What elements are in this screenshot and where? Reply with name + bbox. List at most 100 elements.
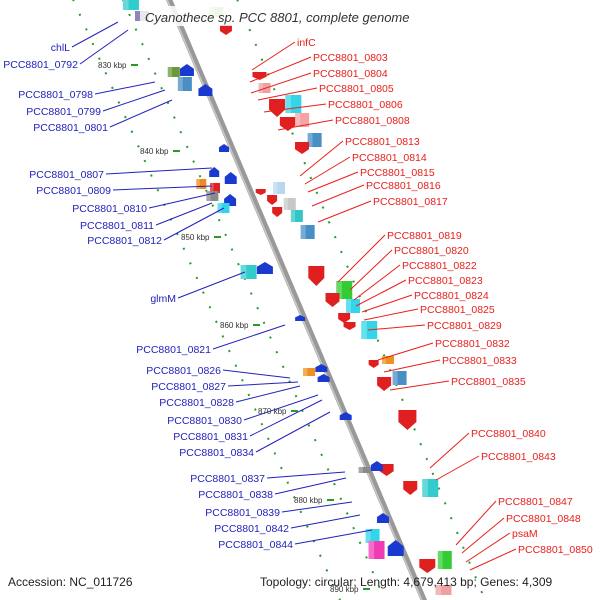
title-backdrop [140, 6, 460, 26]
gene-box [392, 371, 407, 385]
gene-box [206, 191, 219, 201]
leader-line-pcc8801_0817 [317, 200, 372, 223]
leader-line-pcc8801_0816 [311, 184, 365, 207]
leader-line-pcc8801_0829 [367, 324, 426, 331]
gene-arrow [338, 313, 351, 323]
map-title: Cyanothece sp. PCC 8801, complete genome [145, 10, 410, 25]
gene-arrow [379, 464, 394, 476]
gene-label-glmm: glmM [150, 293, 176, 305]
gene-label-psam: psaM [512, 528, 538, 540]
leader-line-pcc8801_0804 [250, 72, 312, 94]
gene-box-shade [272, 182, 278, 194]
gene-box [240, 265, 257, 279]
leader-line-pcc8801_0848 [461, 517, 505, 554]
topology-text: Topology: circular; Length: 4,679,413 bp… [260, 575, 553, 589]
gene-box-shade [422, 479, 428, 497]
gene-label-pcc8801_0830: PCC8801_0830 [167, 415, 242, 427]
leader-line-pcc8801_0814 [304, 156, 351, 185]
gene-arrow [398, 410, 417, 430]
gene-label-pcc8801_0848: PCC8801_0848 [506, 513, 581, 525]
kbp-tick-label: 850 kbp [181, 233, 210, 242]
gene-label-pcc8801_0829: PCC8801_0829 [427, 320, 502, 332]
gene-box [435, 585, 452, 595]
gene-box-shade [300, 225, 306, 239]
leader-line-pcc8801_0838 [274, 477, 347, 495]
gene-box-shade [361, 321, 367, 339]
gene-label-pcc8801_0812: PCC8801_0812 [87, 235, 162, 247]
gene-box-shade [122, 0, 129, 10]
leader-line-pcc8801_0806 [263, 103, 327, 113]
gene-label-pcc8801_0799: PCC8801_0799 [26, 106, 101, 118]
leader-line-pcc8801_0825 [363, 308, 419, 321]
gene-arrow [272, 207, 283, 217]
gene-box [307, 133, 322, 147]
leader-line-pcc8801_0812 [163, 207, 225, 241]
gene-box [209, 183, 220, 193]
leader-line-pcc8801_0799 [102, 89, 166, 112]
gene-label-pcc8801_0811: PCC8801_0811 [80, 220, 154, 232]
gene-arrow [295, 142, 310, 154]
leader-line-infc [251, 41, 296, 71]
leader-line-pcc8801_0792 [79, 29, 129, 65]
leader-line-pcc8801_0810 [148, 192, 216, 209]
gene-box [300, 225, 315, 239]
gene-box-shade [392, 371, 398, 385]
gene-label-pcc8801_0838: PCC8801_0838 [198, 489, 273, 501]
leader-line-pcc8801_0827 [227, 381, 299, 387]
gene-box-shade [135, 11, 140, 21]
leader-line-pcc8801_0832 [377, 342, 434, 361]
gene-box-shade [368, 541, 375, 559]
gene-arrow [339, 412, 352, 420]
gene-arrow [256, 262, 273, 274]
gene-label-pcc8801_0819: PCC8801_0819 [387, 230, 462, 242]
leader-line-pcc8801_0834 [255, 411, 331, 453]
gene-label-pcc8801_0805: PCC8801_0805 [319, 83, 394, 95]
gene-box [437, 551, 452, 569]
gene-label-pcc8801_0824: PCC8801_0824 [414, 290, 489, 302]
leader-line-pcc8801_0828 [235, 385, 301, 403]
gene-arrow [209, 167, 220, 177]
leader-line-pcc8801_0842 [290, 514, 361, 529]
leader-line-chll [71, 21, 119, 48]
gene-label-chll: chlL [51, 42, 70, 54]
gene-label-pcc8801_0823: PCC8801_0823 [408, 275, 483, 287]
gene-label-pcc8801_0792: PCC8801_0792 [3, 59, 78, 71]
leader-line-pcc8801_0826 [222, 369, 291, 379]
gene-label-pcc8801_0832: PCC8801_0832 [435, 338, 510, 350]
gene-box [272, 182, 285, 194]
gene-box [303, 368, 316, 376]
gene-labels: chlLPCC8801_0792PCC8801_0798PCC8801_0799… [3, 37, 593, 556]
gene-arrow [387, 540, 404, 556]
leader-line-pcc8801_0837 [266, 471, 346, 479]
gene-label-pcc8801_0833: PCC8801_0833 [442, 355, 517, 367]
gene-box [290, 210, 303, 222]
gene-label-pcc8801_0835: PCC8801_0835 [451, 376, 526, 388]
gene-arrow [368, 360, 379, 368]
leader-line-pcc8801_0831 [249, 399, 323, 437]
gene-box-shade [381, 356, 387, 364]
leader-line-psam [465, 532, 511, 563]
leader-line-pcc8801_0807 [105, 167, 213, 175]
gene-box-shade [295, 113, 301, 127]
gene-box-shade [217, 203, 222, 213]
gene-label-pcc8801_0817: PCC8801_0817 [373, 196, 448, 208]
gene-label-pcc8801_0801: PCC8801_0801 [33, 122, 108, 134]
gene-arrow [343, 322, 356, 330]
gene-label-infc: infC [297, 37, 316, 49]
gene-label-pcc8801_0815: PCC8801_0815 [360, 167, 435, 179]
leader-line-pcc8801_0809 [112, 185, 213, 191]
gene-box-shade [303, 368, 308, 376]
gene-box [283, 198, 296, 210]
gene-box-shade [196, 179, 200, 189]
gene-box [196, 179, 207, 189]
gene-arrow [377, 377, 392, 391]
gene-box-shade [283, 198, 288, 210]
gene-arrow [403, 481, 418, 495]
leader-line-pcc8801_0850 [469, 548, 517, 571]
kbp-tick-label: 840 kbp [140, 147, 169, 156]
gene-label-pcc8801_0809: PCC8801_0809 [36, 185, 111, 197]
gene-arrow [376, 513, 389, 523]
label-leader-lines [71, 21, 517, 571]
